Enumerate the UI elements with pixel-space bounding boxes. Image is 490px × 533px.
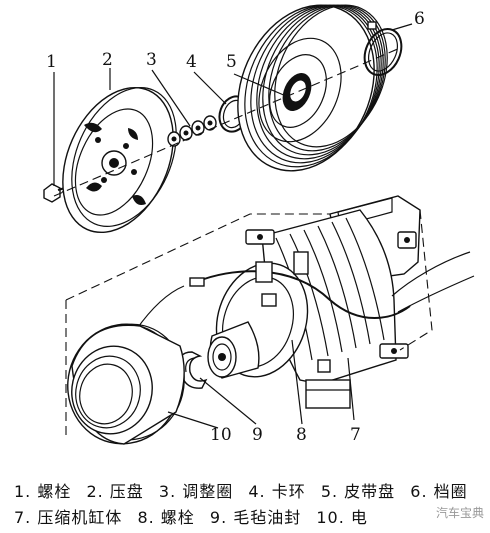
- felt-oil-seal-part-9: [178, 351, 208, 389]
- assembly-axis: [53, 47, 401, 197]
- legend-item-pressure-plate: 2. 压盘: [86, 482, 144, 501]
- callout-7: 7: [350, 425, 361, 445]
- belt-pulley-part-5: [237, 4, 388, 172]
- leader-lines: [53, 23, 413, 429]
- legend-item-adjusting-ring: 3. 调整圈: [158, 482, 234, 501]
- legend-row-2: 7. 压缩机缸体 8. 螺栓 9. 毛毡油封 10. 电: [14, 504, 377, 528]
- lower-frame-lines: [65, 213, 330, 301]
- callout-2: 2: [102, 50, 113, 70]
- callout-5: 5: [226, 52, 237, 72]
- callout-8: 8: [296, 425, 307, 445]
- callout-9: 9: [252, 425, 263, 445]
- callout-1: 1: [46, 52, 57, 72]
- callout-10: 10: [210, 425, 232, 445]
- legend-item-felt-seal: 9. 毛毡油封: [209, 508, 302, 527]
- lower-frame-lines-right: [399, 209, 433, 351]
- callout-4: 4: [186, 52, 197, 72]
- pressure-plate-part-2: [62, 86, 177, 234]
- adjusting-rings-part-3: [167, 115, 217, 147]
- callout-6: 6: [414, 9, 425, 29]
- compressor-body-part-7: [117, 195, 475, 409]
- legend-row-1: 1. 螺栓 2. 压盘 3. 调整圈 4. 卡环 5. 皮带盘 6. 档圈: [14, 478, 477, 502]
- electromagnetic-coil-part-10: [67, 323, 185, 445]
- legend-item-snap-ring: 4. 卡环: [248, 482, 306, 501]
- legend-item-compressor-body: 7. 压缩机缸体: [14, 508, 123, 527]
- legend-item-retaining-ring: 6. 档圈: [410, 482, 468, 501]
- callout-3: 3: [146, 50, 157, 70]
- legend-item-bolt: 1. 螺栓: [14, 482, 72, 501]
- legend-item-belt-pulley: 5. 皮带盘: [320, 482, 396, 501]
- legend-item-coil: 10. 电: [316, 508, 368, 527]
- watermark: 汽车宝典: [435, 506, 484, 520]
- legend-item-bolt-8: 8. 螺栓: [137, 508, 195, 527]
